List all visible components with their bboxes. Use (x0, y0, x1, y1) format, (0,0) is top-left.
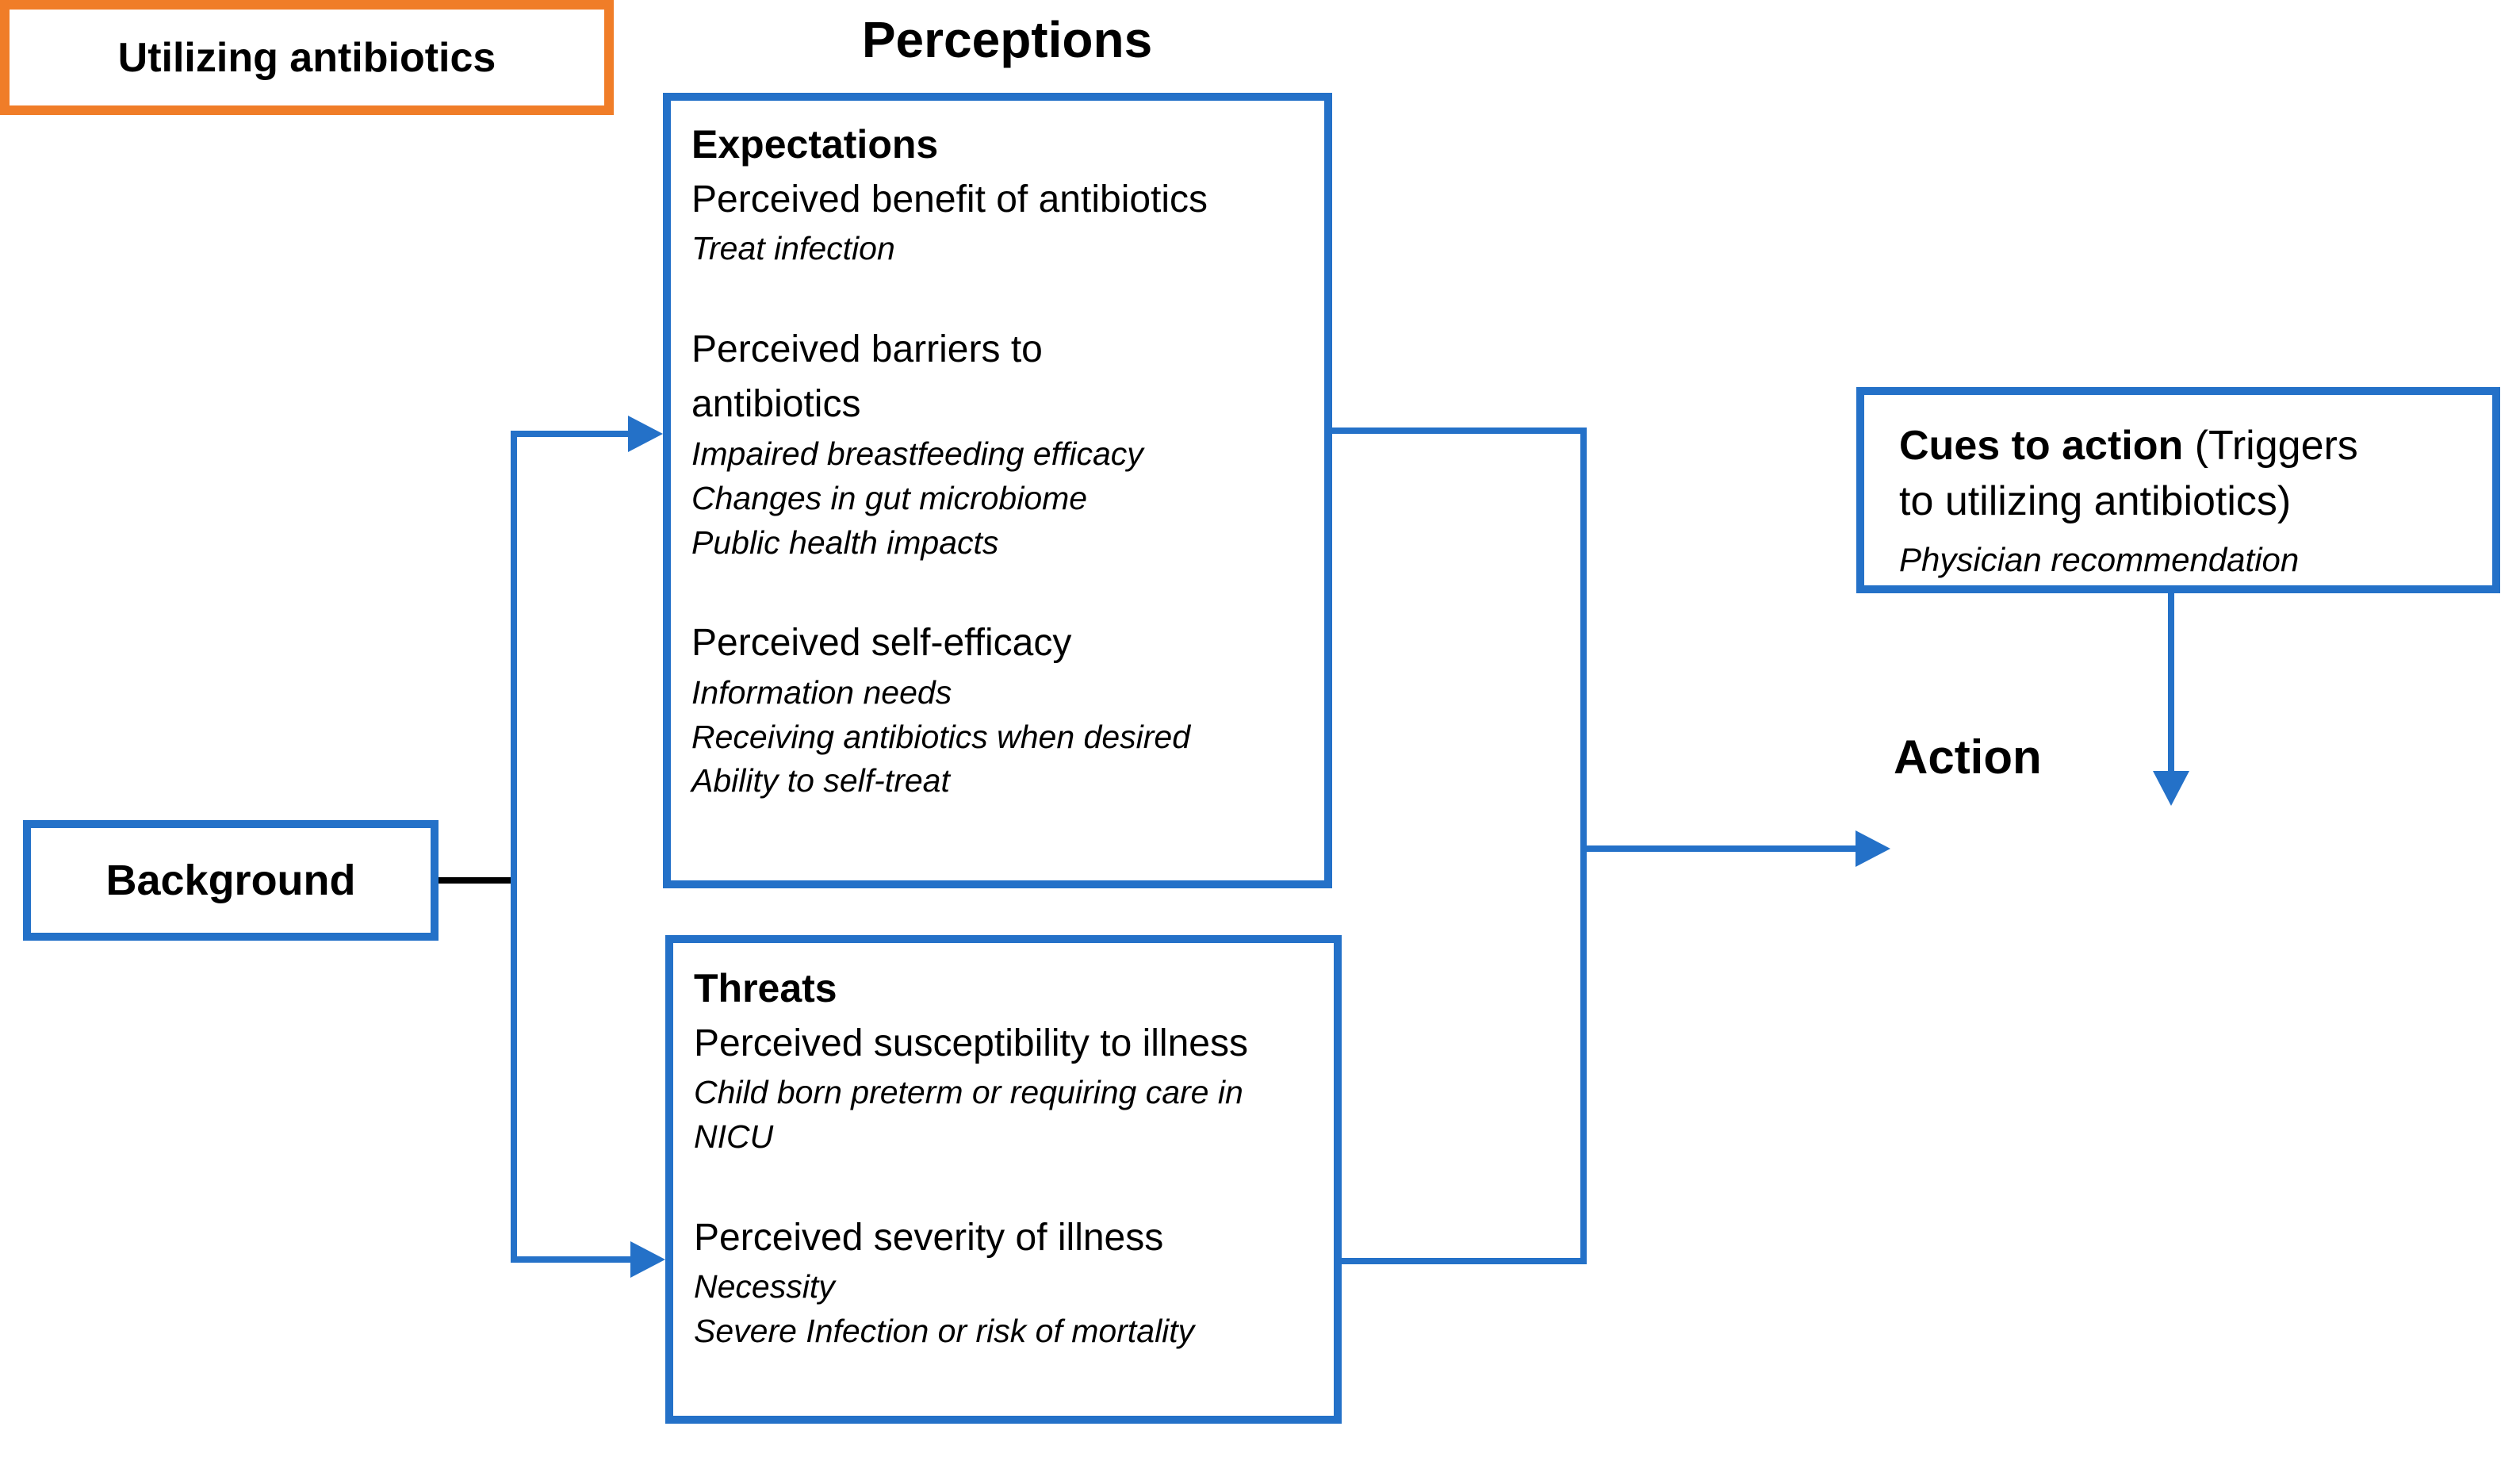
cues-heading-line1: Cues to action (Triggers (1899, 419, 2476, 474)
section-perceived-self-efficacy: Perceived self-efficacy Information need… (691, 615, 1313, 803)
section-perceived-susceptibility: Perceived susceptibility to illness Chil… (694, 1016, 1323, 1160)
perceptions-title: Perceptions (861, 11, 1153, 68)
section-title: Perceived barriers to antibiotics (691, 328, 1043, 426)
section-item: Ability to self-treat (691, 762, 950, 799)
section-item: Changes in gut microbiome (691, 479, 1088, 516)
cues-item: Physician recommendation (1899, 541, 2300, 579)
arrowhead-cues-to-action (2153, 771, 2189, 806)
section-item: Public health impacts (691, 523, 999, 561)
section-item: Severe Infection or risk of mortality (694, 1312, 1195, 1349)
section-item: Child born preterm or requiring care in … (694, 1074, 1243, 1155)
arrowhead-to-threats (630, 1241, 665, 1278)
background-label: Background (105, 857, 356, 904)
cues-heading-line2: to utilizing antibiotics) (1899, 477, 2292, 524)
section-title: Perceived susceptibility to illness (694, 1022, 1248, 1064)
section-perceived-barriers: Perceived barriers to antibiotics Impair… (691, 322, 1313, 565)
section-title: Perceived severity of illness (694, 1216, 1164, 1259)
section-title: Perceived self-efficacy (691, 622, 1072, 665)
expectations-box: Expectations Perceived benefit of antibi… (663, 93, 1332, 888)
threats-box: Threats Perceived susceptibility to illn… (665, 935, 1342, 1424)
action-label: Action (1894, 730, 2042, 784)
section-perceived-benefit: Perceived benefit of antibiotics Treat i… (691, 172, 1313, 271)
section-perceived-severity: Perceived severity of illness Necessity … (694, 1210, 1323, 1354)
cues-heading-suffix: (Triggers (2183, 423, 2358, 469)
expectations-heading: Expectations (691, 122, 939, 167)
cues-to-action-box: Cues to action (Triggers to utilizing an… (1856, 387, 2500, 593)
utilizing-antibiotics-label: Utilizing antibiotics (117, 34, 496, 81)
threats-heading: Threats (694, 966, 837, 1010)
utilizing-antibiotics-box: Utilizing antibiotics (0, 0, 614, 115)
section-item: Information needs (691, 673, 952, 711)
arrowhead-to-expectations (628, 416, 663, 452)
section-item: Impaired breastfeeding efficacy (691, 435, 1143, 473)
cues-heading-bold: Cues to action (1899, 423, 2184, 469)
arrowhead-to-action-box (1856, 830, 1890, 867)
section-item: Receiving antibiotics when desired (691, 718, 1191, 755)
section-item: Necessity (694, 1268, 835, 1306)
background-box: Background (23, 820, 439, 941)
section-title: Perceived benefit of antibiotics (691, 178, 1208, 220)
section-item: Treat infection (691, 230, 895, 267)
